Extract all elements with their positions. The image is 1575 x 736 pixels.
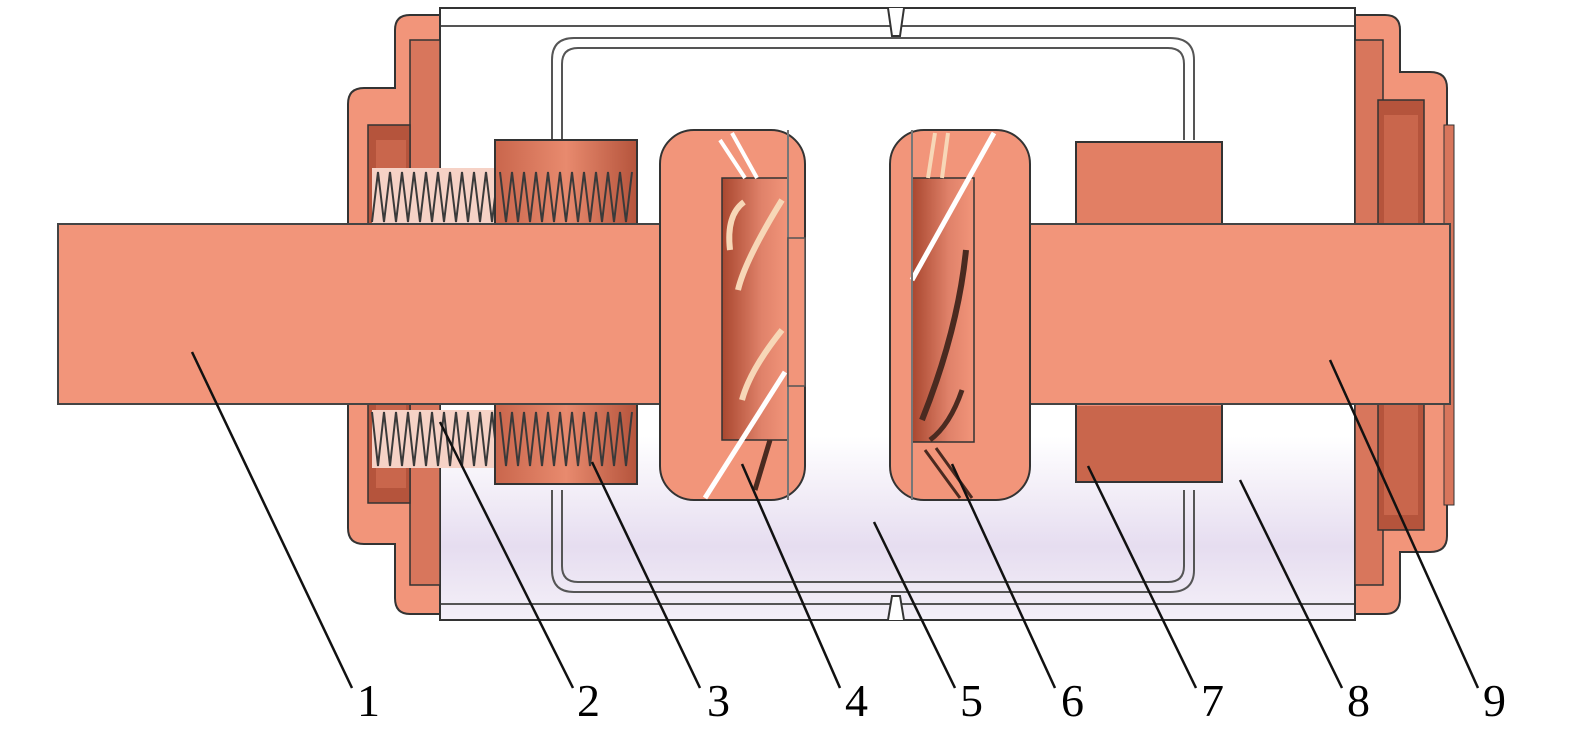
leader-line-7	[1086, 465, 1198, 689]
fixed-contact	[659, 129, 806, 501]
leader-lines	[190, 351, 1480, 689]
leader-line-9	[1328, 359, 1480, 689]
inner-shield	[551, 37, 1195, 593]
label-3: 3	[707, 675, 730, 726]
leader-line-2	[438, 421, 575, 689]
leader-line-4	[740, 463, 842, 689]
leader-line-5	[872, 521, 957, 689]
leader-line-8	[1238, 479, 1344, 689]
part-labels: 1 2 3 4 5 6 7 8 9	[357, 675, 1506, 726]
leader-line-3	[590, 461, 702, 689]
label-4: 4	[845, 675, 868, 726]
label-1: 1	[357, 675, 380, 726]
label-9: 9	[1483, 675, 1506, 726]
label-6: 6	[1061, 675, 1084, 726]
bellows	[371, 168, 500, 468]
leader-line-6	[950, 463, 1057, 689]
fixed-conductive-rod	[57, 223, 669, 405]
moving-contact	[889, 129, 1031, 501]
label-5: 5	[960, 675, 983, 726]
label-2: 2	[577, 675, 600, 726]
moving-conductive-rod	[1019, 223, 1451, 405]
leader-line-1	[190, 351, 354, 689]
label-8: 8	[1347, 675, 1370, 726]
label-7: 7	[1201, 675, 1224, 726]
